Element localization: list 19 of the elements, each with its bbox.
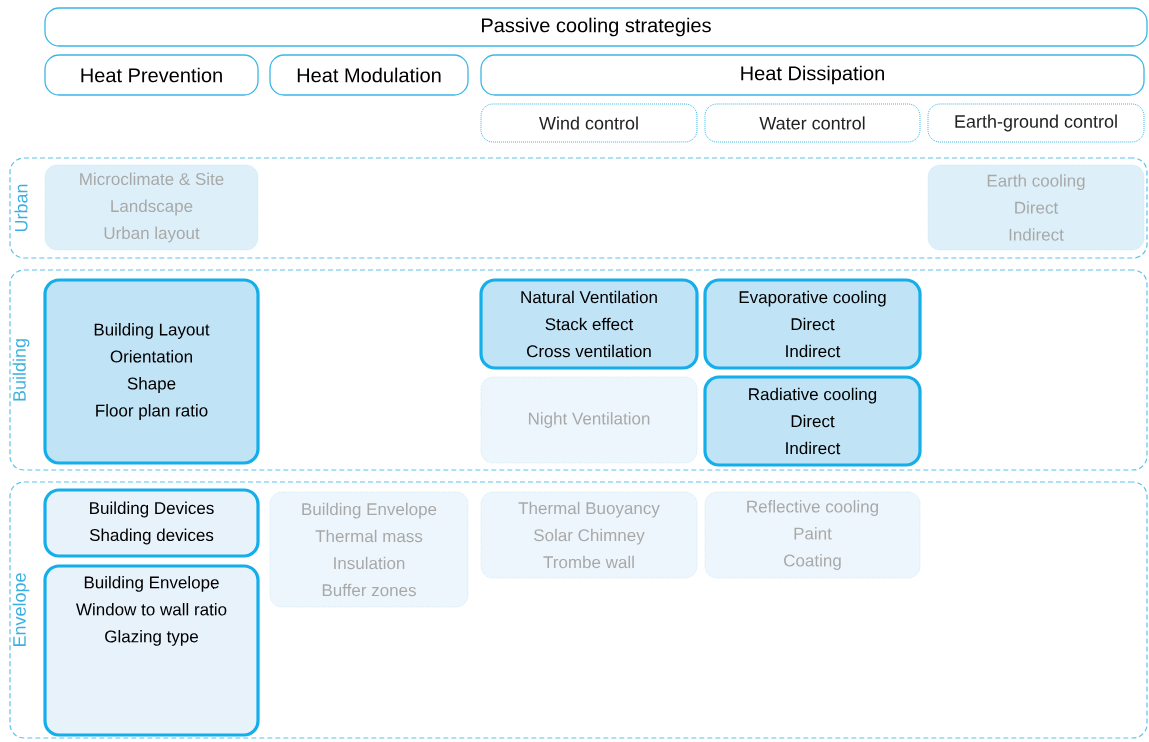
strategy-box: Building Envelope Thermal mass Insulation Buffer zones: [269, 491, 469, 608]
strategy-box: Thermal Buoyancy Solar Chimney Trombe wall: [480, 491, 698, 579]
strategy-box: Building Devices Shading devices: [43, 488, 260, 558]
strategy-box: Earth cooling Direct Indirect: [927, 164, 1145, 251]
strategy-box: Natural Ventilation Stack effect Cross ventilation: [479, 278, 699, 370]
category-pill: Heat Prevention: [44, 54, 259, 96]
category-pill: Heat Modulation: [269, 54, 469, 96]
category-pill: Heat Dissipation: [480, 54, 1145, 96]
strategy-box: Building Layout Orientation Shape Floor plan ratio: [43, 278, 260, 465]
subcategory-pill: Earth-ground control: [927, 103, 1145, 143]
strategy-box: Reflective cooling Paint Coating: [704, 491, 921, 579]
strategy-box: Radiative cooling Direct Indirect: [703, 375, 922, 467]
strategy-box: Microclimate & Site Landscape Urban layout: [44, 164, 259, 251]
strategy-box: Evaporative cooling Direct Indirect: [703, 278, 922, 370]
strategy-box: Building Envelope Window to wall ratio Glazing type: [43, 564, 260, 737]
subcategory-pill: Wind control: [480, 103, 698, 143]
subcategory-pill: Water control: [704, 103, 921, 143]
category-pill: Passive cooling strategies: [44, 7, 1148, 47]
strategy-box: Night Ventilation: [480, 376, 698, 464]
